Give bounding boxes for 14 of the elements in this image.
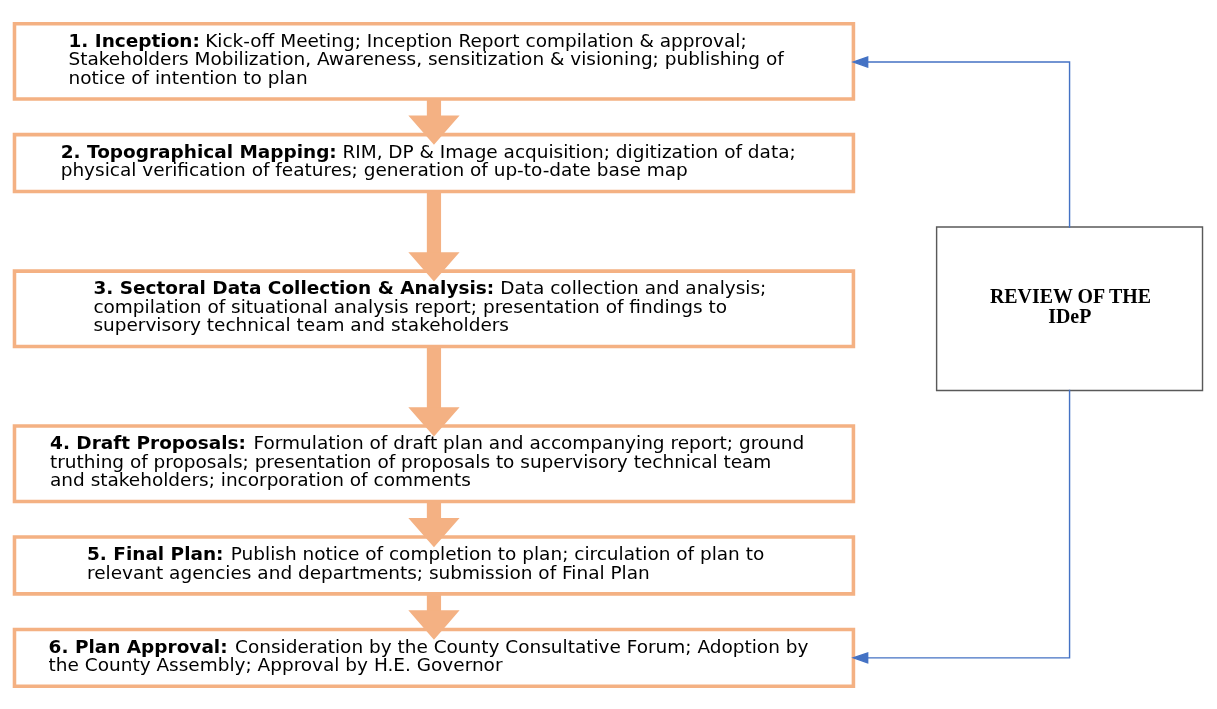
arrow xyxy=(851,388,1071,664)
arrow xyxy=(408,593,460,640)
node-box: 6. Plan Approval: Consideration by the County Consultative Forum; Adoption by the County Assembly; Approval by H.E. Governor xyxy=(12,627,856,688)
node-box: 3. Sectoral Data Collection & Analysis: Data collection and analysis; compilation of situational analysis report; presentation of findings to supervisory technical team and stakeholders xyxy=(12,268,856,348)
node-box: 5. Final Plan: Publish notice of completion to plan; circulation of plan to relevant agencies and departments; submission of Final Plan xyxy=(12,534,856,596)
node-box: 1. Inception: Kick-off Meeting; Inception Report compilation & approval; Stakeholders Mobilization, Awareness, sensitization & visioning; publishing of notice of intention to plan xyxy=(12,21,856,101)
node-box: 2. Topographical Mapping: RIM, DP & Image acquisition; digitization of data; physical verification of features; generation of up-to-date base map xyxy=(12,132,856,193)
arrow xyxy=(408,346,460,436)
node-box: REVIEW OF THE IDeP xyxy=(935,225,1204,391)
arrow xyxy=(408,98,460,145)
arrow xyxy=(851,55,1071,228)
arrow xyxy=(408,501,460,547)
arrow xyxy=(408,191,460,281)
node-box: 4. Draft Proposals: Formulation of draft plan and accompanying report; ground truthing of proposals; presentation of proposals to supervisory technical team and stakeholders; incorporation of comments xyxy=(12,423,856,503)
